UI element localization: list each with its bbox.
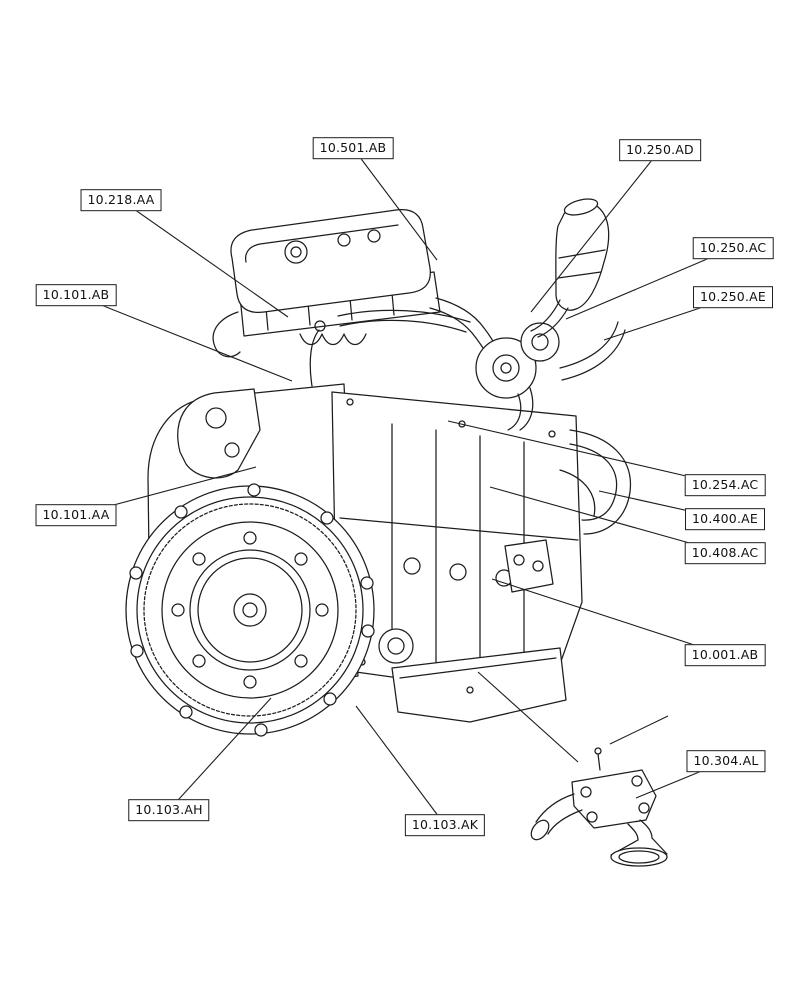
leader-line [352,147,438,261]
engine-mount-bracket [504,539,554,593]
starter-motor [378,628,414,664]
oil-filler-cap [284,240,308,264]
flywheel [125,485,375,735]
leader-line [603,296,734,341]
leader-line [447,420,726,486]
oil-pan [391,647,567,723]
oil-suction-tube [530,747,668,867]
leader-line [635,760,727,799]
reference-line [477,671,579,763]
leader-line [168,697,272,811]
leader-line [489,486,726,554]
leader-line [355,705,446,826]
leader-line [598,490,726,520]
leader-line [75,294,293,382]
leader-line [491,578,726,656]
leader-line [565,247,734,320]
leader-line [120,199,289,318]
turbocharger [475,337,537,399]
reference-line [609,715,669,745]
lifting-bracket [177,388,261,479]
leader-line [530,149,661,313]
